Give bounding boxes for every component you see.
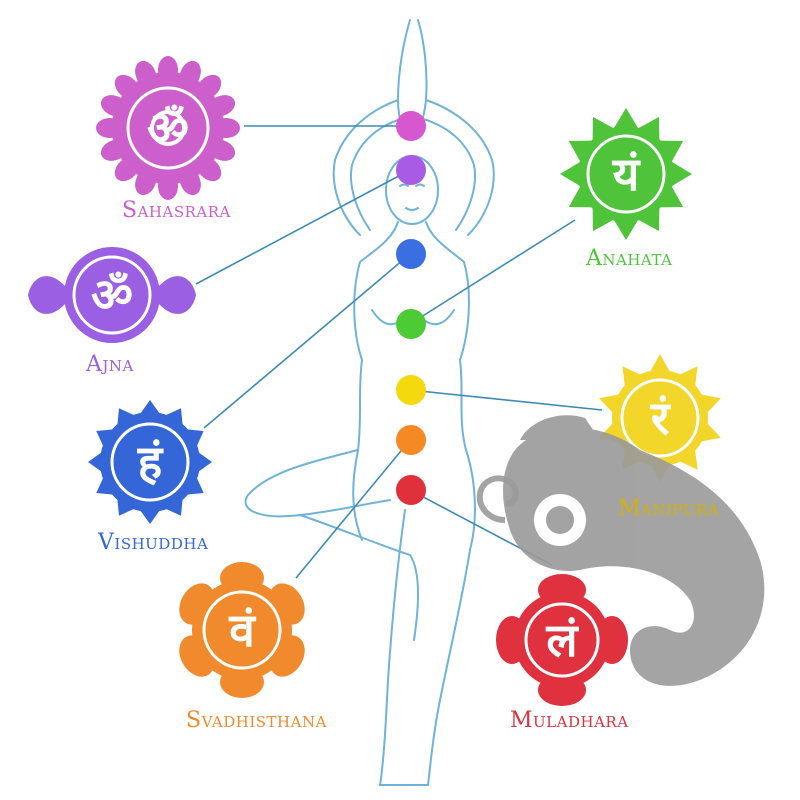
sahasrara-glyph: ॐ xyxy=(147,101,189,155)
label-svadhisthana: Svadhisthana xyxy=(186,708,327,733)
label-ajna: Ajna xyxy=(86,352,134,377)
label-sahasrara: Sahasrara xyxy=(122,198,231,223)
label-manipura: Manipura xyxy=(618,496,720,521)
line-anahata xyxy=(409,219,576,325)
dot-anahata xyxy=(396,309,426,339)
muladhara-glyph: लं xyxy=(546,613,578,667)
line-ajna xyxy=(195,169,411,285)
muladhara-symbol xyxy=(496,574,628,706)
ajna-symbol xyxy=(28,247,196,343)
dot-svadhisthana xyxy=(396,425,426,455)
sahasrara-symbol xyxy=(96,56,240,200)
body-chakra-dots xyxy=(396,111,426,505)
dot-ajna xyxy=(396,155,426,185)
manipura-glyph: रं xyxy=(650,391,670,445)
ajna-glyph: ॐ xyxy=(91,268,133,322)
dot-vishuddha xyxy=(396,239,426,269)
dot-sahasrara xyxy=(396,111,426,141)
watermark-spiral xyxy=(476,475,519,523)
connector-lines xyxy=(195,125,603,579)
line-svadhisthana xyxy=(295,439,411,579)
figure-outline xyxy=(244,19,495,786)
label-anahata: Anahata xyxy=(586,246,673,271)
dot-muladhara xyxy=(396,475,426,505)
vishuddha-glyph: हं xyxy=(137,435,163,489)
label-muladhara: Muladhara xyxy=(510,708,629,733)
line-vishuddha xyxy=(203,253,411,429)
label-vishuddha: Vishuddha xyxy=(98,530,209,555)
dot-manipura xyxy=(396,375,426,405)
line-manipura xyxy=(409,389,603,411)
anahata-glyph: यं xyxy=(612,147,640,201)
watermark-logo xyxy=(503,415,765,686)
anahata-symbol xyxy=(560,108,692,240)
vishuddha-symbol xyxy=(88,400,212,524)
svadhisthana-glyph: वं xyxy=(229,603,255,657)
svadhisthana-symbol xyxy=(179,562,305,698)
